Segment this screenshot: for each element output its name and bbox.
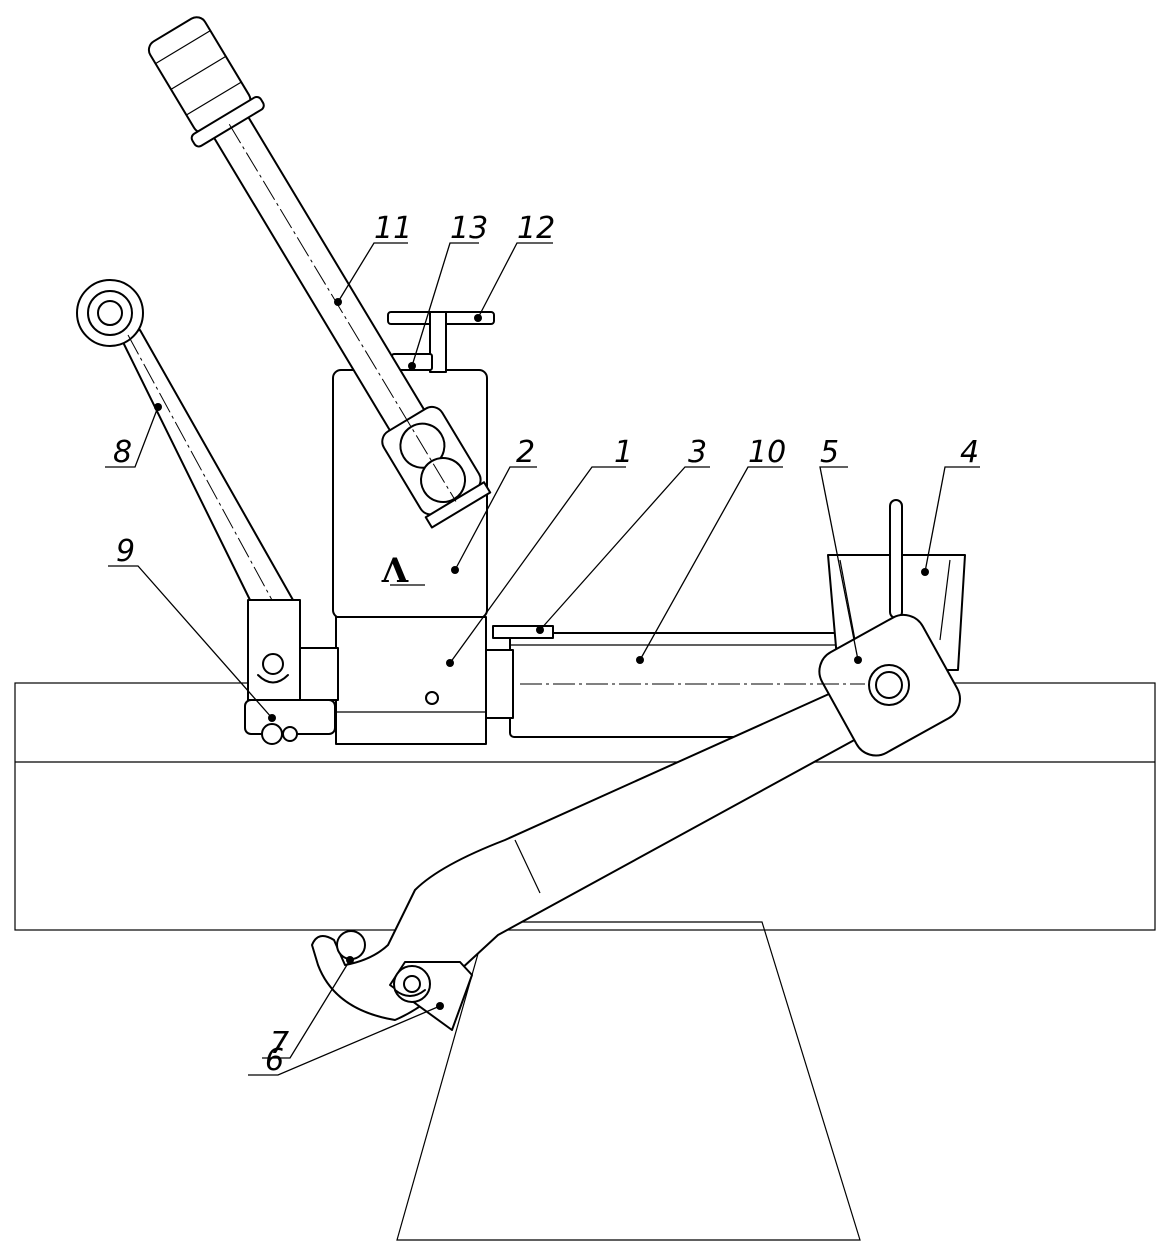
callout-12: 12 xyxy=(517,211,555,246)
callout-5: 5 xyxy=(820,435,839,470)
leader-lines xyxy=(105,242,980,1076)
maker-logo: Λ xyxy=(381,551,409,591)
pivot-plate xyxy=(818,613,961,757)
callout-6: 6 xyxy=(265,1043,284,1078)
callout-1: 1 xyxy=(614,435,633,470)
callout-7: 7 xyxy=(270,1026,289,1061)
base-block xyxy=(335,616,487,745)
callout-labels: 1 2 3 4 5 6 7 8 9 10 11 12 13 xyxy=(113,211,979,1078)
callout-8: 8 xyxy=(113,435,132,470)
callout-10: 10 xyxy=(748,435,786,470)
lever-handle xyxy=(147,16,492,529)
hydraulic-cylinder xyxy=(482,625,839,738)
side-clamp xyxy=(244,599,339,745)
callout-4: 4 xyxy=(960,435,979,470)
callout-9: 9 xyxy=(116,534,135,569)
support-base xyxy=(396,921,861,1241)
support-arm xyxy=(76,279,294,601)
gripper-arm xyxy=(311,679,901,1031)
callout-11: 11 xyxy=(374,211,412,246)
callout-2: 2 xyxy=(516,435,535,470)
callout-13: 13 xyxy=(450,211,488,246)
callout-3: 3 xyxy=(688,435,707,470)
